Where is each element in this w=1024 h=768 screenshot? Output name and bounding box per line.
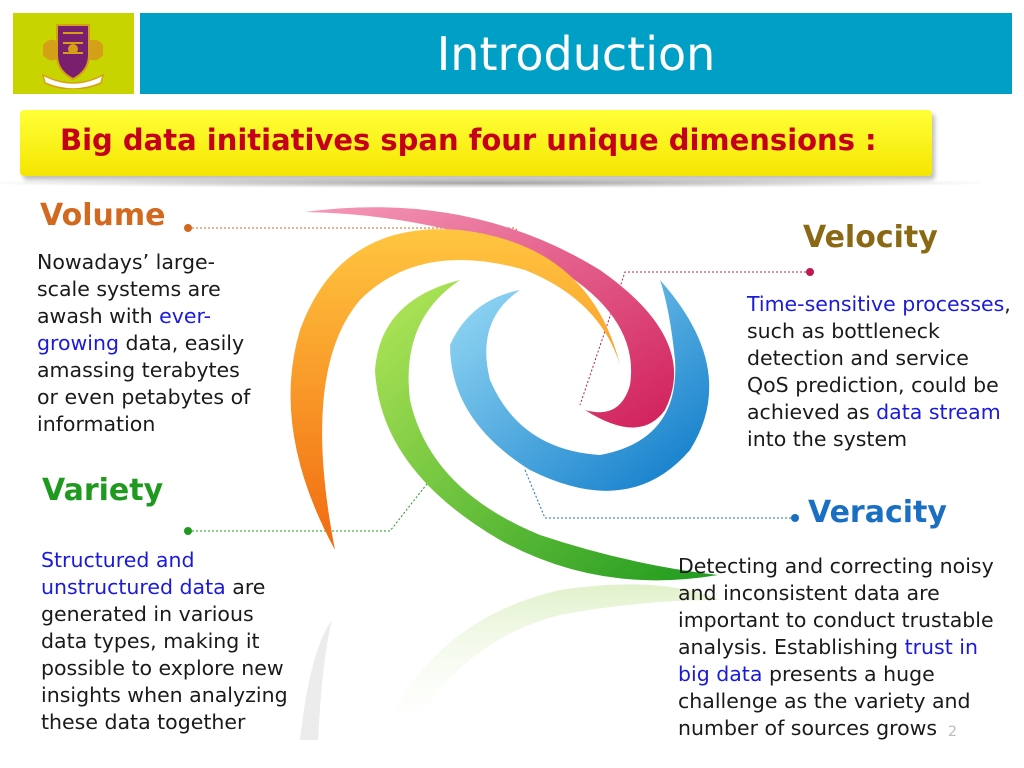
title-bar: Introduction: [140, 13, 1012, 94]
velocity-dot: [806, 268, 814, 276]
veracity-text-1: Detecting and correcting noisy and incon…: [678, 554, 994, 659]
spiral-reflection-orange: [300, 620, 332, 740]
velocity-description: Time-sensitive processes, such as bottle…: [747, 291, 1017, 453]
volume-highlight: ever-growing: [37, 304, 211, 355]
page-number: 2: [948, 724, 957, 740]
veracity-heading: Veracity: [808, 495, 947, 530]
subtitle-text: Big data initiatives span four unique di…: [60, 123, 877, 157]
veracity-dot: [791, 514, 799, 522]
volume-dot: [184, 224, 192, 232]
spiral-arm-green: [375, 280, 718, 581]
velocity-highlight-2: data stream: [876, 400, 1001, 424]
variety-highlight: Structured and unstructured data: [41, 548, 226, 599]
spiral-arm-orange: [290, 229, 620, 550]
connector-lines: [188, 227, 810, 532]
volume-text-1: Nowadays’ large-scale systems are awash …: [37, 250, 221, 328]
subtitle-shadow: [0, 178, 980, 188]
variety-dot: [184, 527, 192, 535]
spiral-arm-pink: [305, 207, 675, 428]
velocity-text-1: , such as bottleneck detection and servi…: [747, 292, 1011, 424]
velocity-highlight-1: Time-sensitive processes: [747, 292, 1005, 316]
volume-description: Nowadays’ large-scale systems are awash …: [37, 249, 267, 438]
variety-text-1: are generated in various data types, mak…: [41, 575, 288, 734]
volume-text-2: data, easily amassing terabytes or even …: [37, 331, 251, 436]
university-logo-panel: [13, 13, 134, 94]
veracity-description: Detecting and correcting noisy and incon…: [678, 553, 1013, 742]
page-title: Introduction: [436, 27, 716, 81]
university-crest-icon: [41, 24, 105, 89]
variety-heading: Variety: [42, 473, 164, 508]
variety-description: Structured and unstructured data are gen…: [41, 547, 306, 736]
subtitle-banner: Big data initiatives span four unique di…: [20, 110, 932, 176]
spiral-arm-blue: [450, 280, 710, 491]
spiral-reflection: [380, 584, 720, 740]
volume-heading: Volume: [40, 198, 166, 233]
velocity-text-2: into the system: [747, 427, 908, 451]
veracity-text-2: presents a huge challenge as the variety…: [678, 662, 971, 740]
veracity-highlight: trust in big data: [678, 635, 978, 686]
velocity-heading: Velocity: [803, 220, 938, 255]
